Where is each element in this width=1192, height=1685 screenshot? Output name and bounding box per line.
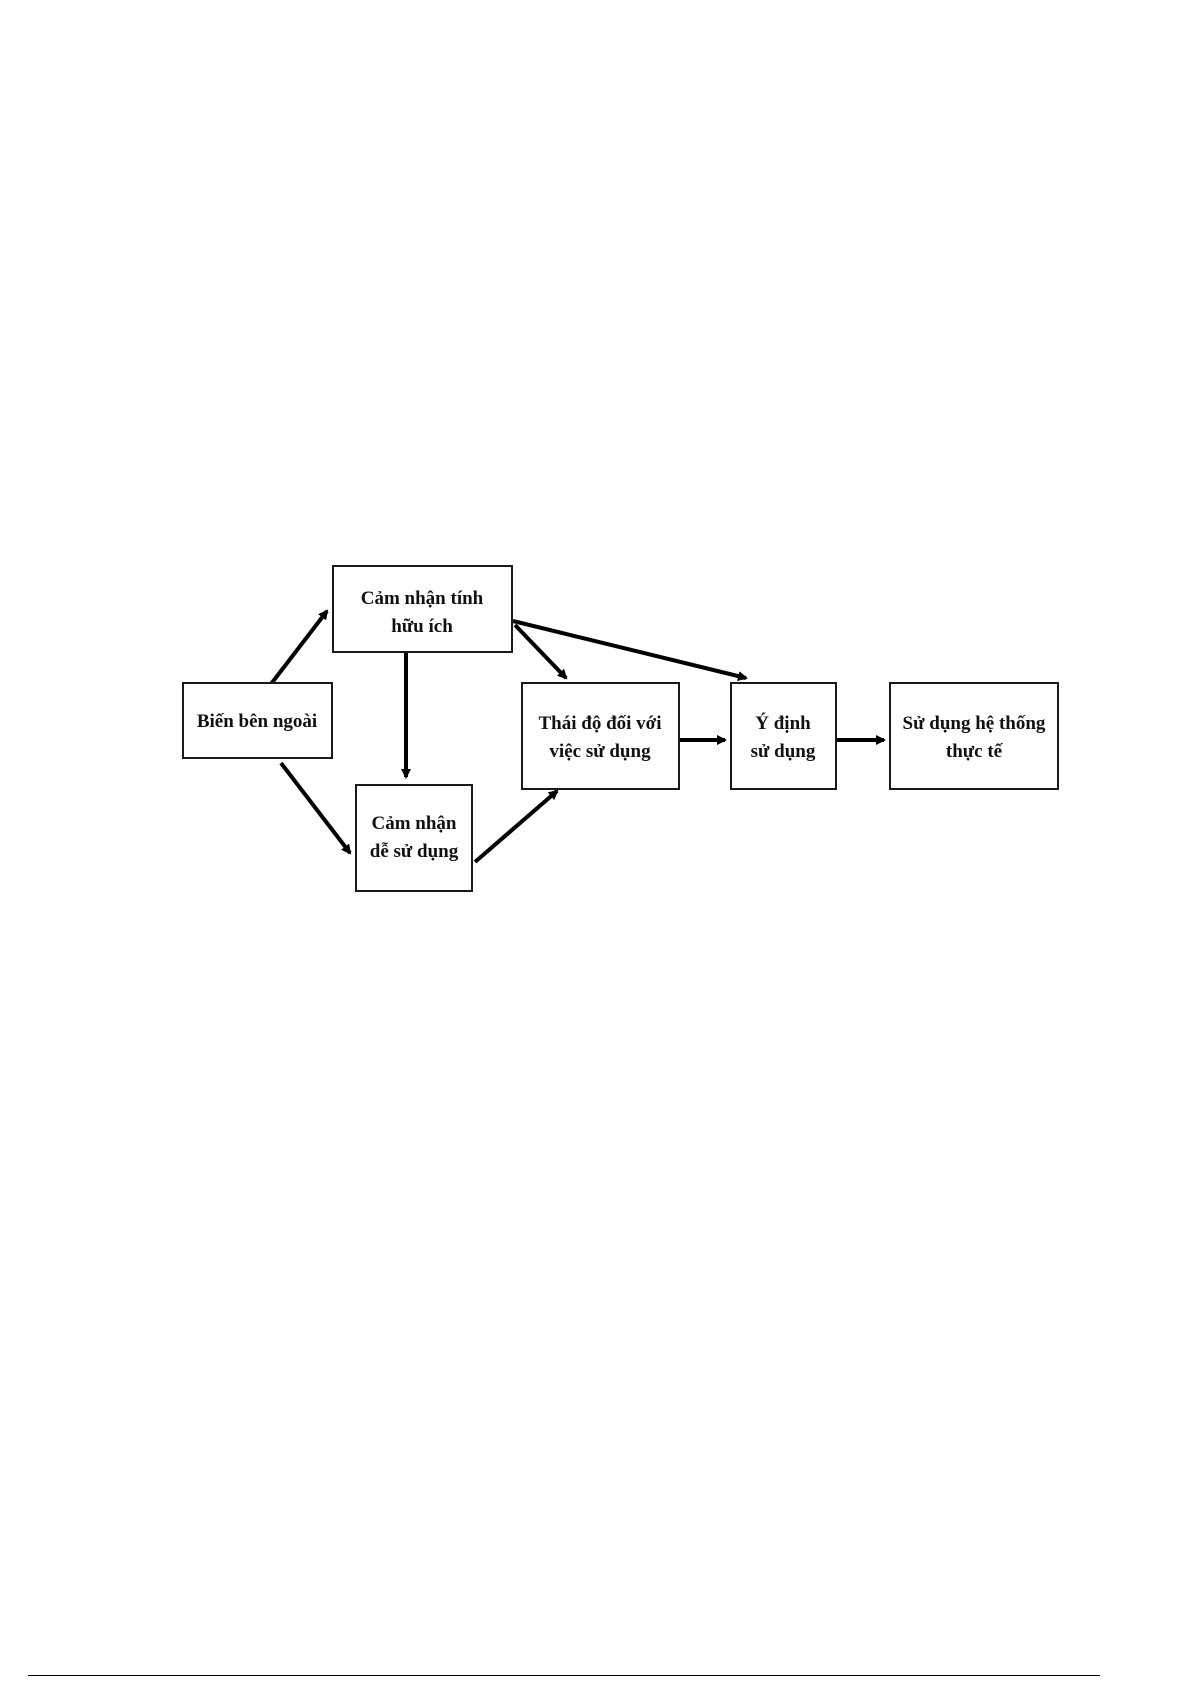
- node-external-label: Biến bên ngoài: [197, 711, 317, 732]
- node-actual-label-line1: Sử dụng hệ thống: [903, 713, 1046, 734]
- edge-ease-to-attitude: [475, 791, 557, 862]
- node-intention-label-line1: Ý định: [755, 712, 811, 734]
- footer-divider: [28, 1675, 1100, 1676]
- node-external-variables: Biến bên ngoài: [183, 683, 332, 758]
- edge-external-to-usefulness: [271, 611, 327, 684]
- edge-usefulness-to-intention: [513, 621, 746, 678]
- node-attitude-label-line2: việc sử dụng: [549, 741, 651, 762]
- node-usefulness-label-line2: hữu ích: [391, 616, 453, 637]
- node-attitude-box: [522, 683, 679, 789]
- node-perceived-usefulness: Cảm nhận tính hữu ích: [333, 566, 512, 652]
- node-actual-system-use: Sử dụng hệ thống thực tế: [890, 683, 1058, 789]
- node-actual-label-line2: thực tế: [946, 741, 1004, 762]
- node-intention-box: [731, 683, 836, 789]
- node-actual-box: [890, 683, 1058, 789]
- node-usefulness-label-line1: Cảm nhận tính: [361, 588, 484, 609]
- edge-external-to-ease: [281, 763, 350, 853]
- node-attitude-toward-using: Thái độ đối với việc sử dụng: [522, 683, 679, 789]
- node-intention-label-line2: sử dụng: [751, 741, 816, 762]
- node-behavioral-intention: Ý định sử dụng: [731, 683, 836, 789]
- node-usefulness-box: [333, 566, 512, 652]
- node-ease-box: [356, 785, 472, 891]
- node-perceived-ease-of-use: Cảm nhận dễ sử dụng: [356, 785, 472, 891]
- node-attitude-label-line1: Thái độ đối với: [539, 713, 662, 734]
- node-ease-label-line1: Cảm nhận: [372, 813, 457, 834]
- node-ease-label-line2: dễ sử dụng: [370, 841, 459, 862]
